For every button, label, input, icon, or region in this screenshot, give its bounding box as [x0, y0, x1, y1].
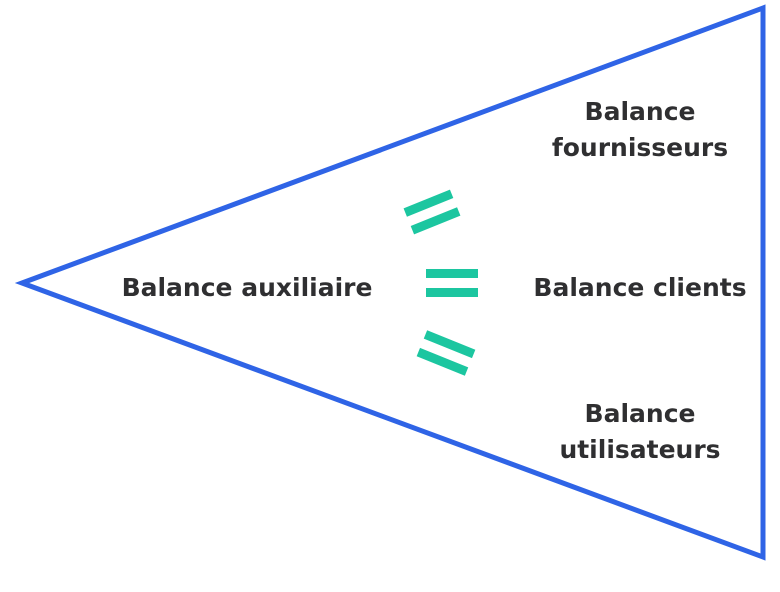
target-label-line2: utilisateurs — [559, 435, 721, 464]
target-label-line1: Balance — [584, 399, 696, 428]
target-label-line1: Balance — [584, 97, 696, 126]
equals-icon-lower — [416, 330, 476, 376]
source-label: Balance auxiliaire — [116, 270, 378, 306]
funnel-triangle — [14, 4, 766, 561]
target-label-line2: fournisseurs — [551, 133, 729, 162]
target-label-line1: Balance clients — [533, 273, 747, 302]
equals-icon-upper — [403, 189, 461, 235]
target-label-utilisateurs: Balance utilisateurs — [540, 396, 740, 468]
equals-icon-middle — [426, 269, 478, 297]
target-label-clients: Balance clients — [528, 270, 752, 306]
source-label-text: Balance auxiliaire — [121, 273, 373, 302]
target-label-fournisseurs: Balance fournisseurs — [540, 94, 740, 166]
